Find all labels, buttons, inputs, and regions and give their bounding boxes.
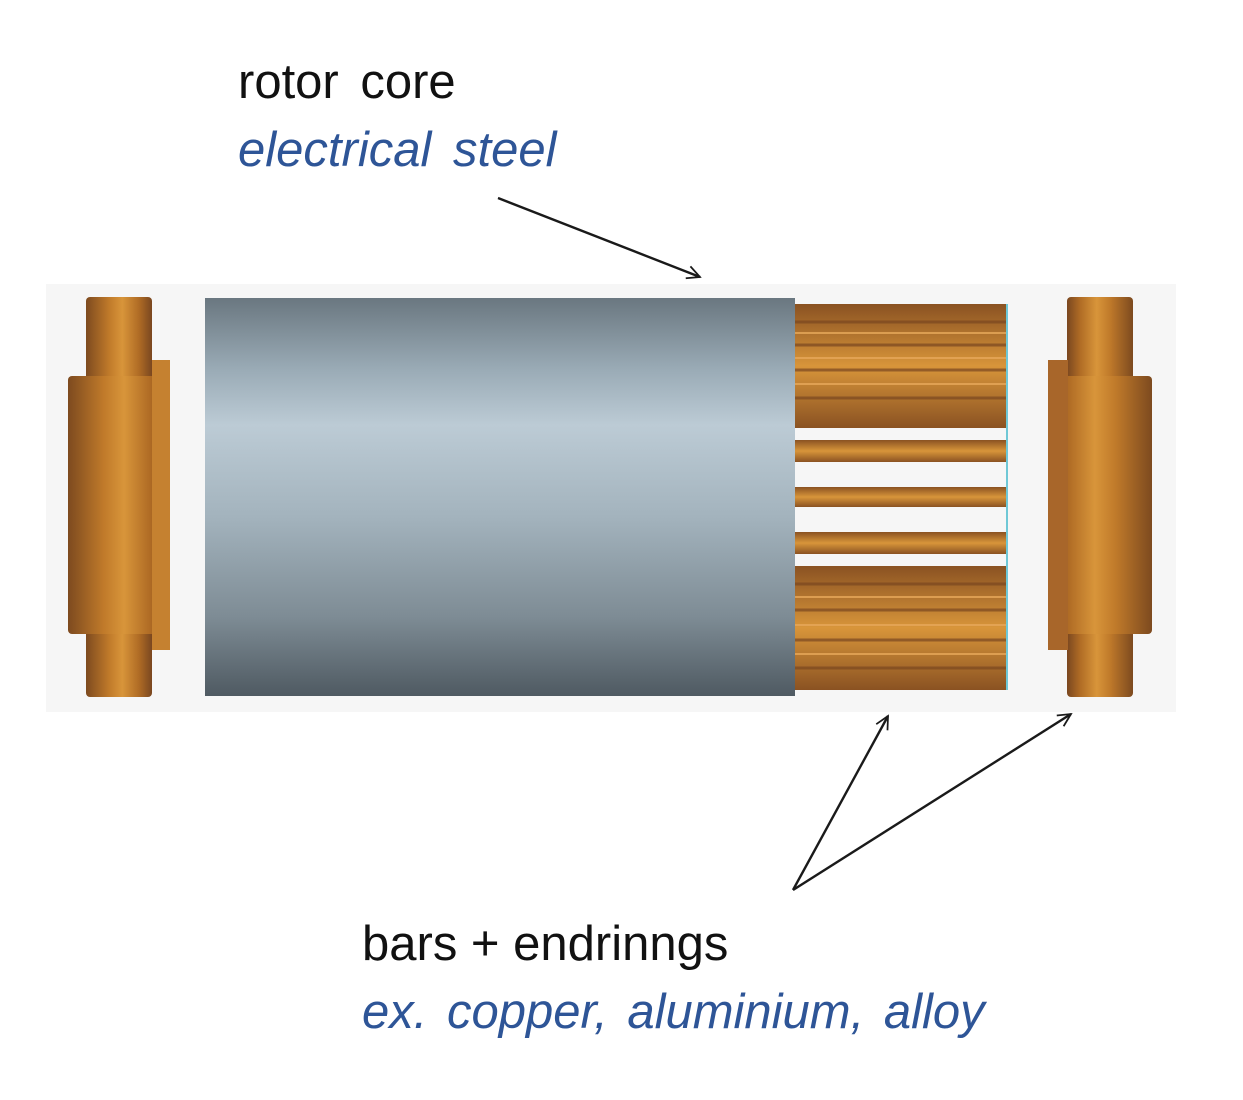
- bars-endrings-material-label: ex. copper, aluminium, alloy: [362, 985, 985, 1039]
- bar-thin-3: [793, 532, 1007, 554]
- arrow-to-rotor-core: [497, 196, 700, 277]
- bar-group-top: [793, 304, 1007, 428]
- bar-thin-1: [793, 440, 1007, 462]
- rotor-core-material-label: electrical steel: [238, 123, 557, 177]
- bars-endrings-label: bars + endrinngs: [362, 917, 729, 971]
- right-end-ring: [1048, 297, 1152, 697]
- arrow-to-endring: [792, 714, 1071, 892]
- rotor-core-label: rotor core: [238, 55, 456, 109]
- bar-thin-2: [793, 487, 1007, 507]
- arrow-to-bars: [791, 716, 890, 891]
- rotor-bars: [793, 304, 1008, 690]
- rotor-core: [205, 298, 795, 696]
- left-end-ring: [68, 297, 170, 697]
